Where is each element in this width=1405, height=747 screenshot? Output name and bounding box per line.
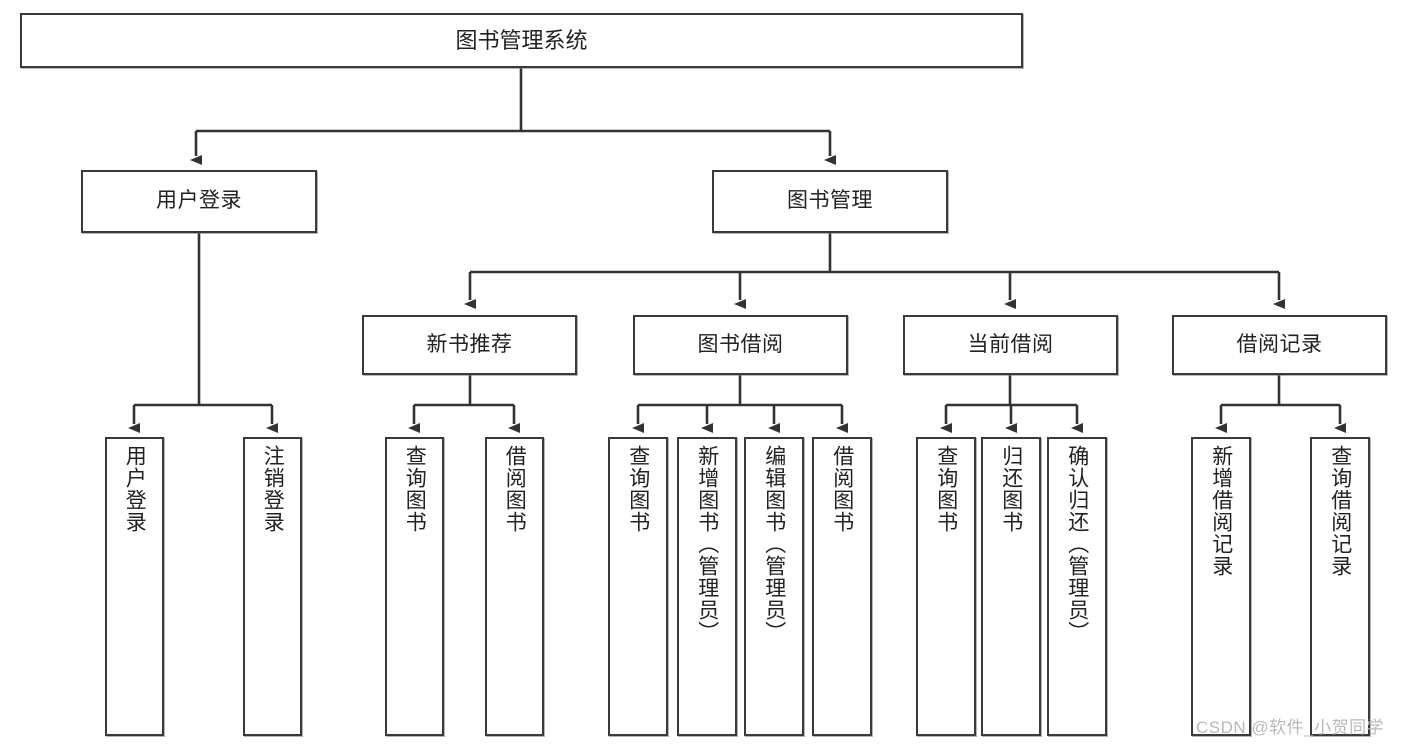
node-new-book-recommend-label: 新书推荐 <box>426 332 513 356</box>
node-book-management-label: 图书管理 <box>787 189 873 213</box>
node-leaf-borrow-book-2[interactable]: 借阅图书 <box>812 437 872 736</box>
node-leaf-query-book-2-label: 查询图书 <box>626 445 650 533</box>
node-root[interactable]: 图书管理系统 <box>20 13 1023 68</box>
node-leaf-borrow-book-1[interactable]: 借阅图书 <box>485 437 544 736</box>
node-leaf-query-book-1-label: 查询图书 <box>403 445 427 533</box>
node-leaf-borrow-book-2-label: 借阅图书 <box>830 445 854 533</box>
node-book-borrow[interactable]: 图书借阅 <box>633 315 848 375</box>
node-leaf-user-login-label: 用户登录 <box>123 445 147 533</box>
node-leaf-borrow-book-1-label: 借阅图书 <box>503 445 527 533</box>
node-borrow-record[interactable]: 借阅记录 <box>1172 315 1387 375</box>
node-leaf-add-book[interactable]: 新增图书（管理员） <box>677 437 737 736</box>
node-current-borrow[interactable]: 当前借阅 <box>903 315 1118 375</box>
node-borrow-record-label: 借阅记录 <box>1236 332 1323 356</box>
node-leaf-query-book-3[interactable]: 查询图书 <box>916 437 976 736</box>
node-book-borrow-label: 图书借阅 <box>697 332 784 356</box>
node-leaf-return-book-label: 归还图书 <box>999 445 1023 533</box>
node-leaf-query-borrow-record-label: 查询借阅记录 <box>1328 445 1352 577</box>
node-leaf-return-book[interactable]: 归还图书 <box>981 437 1041 736</box>
node-root-label: 图书管理系统 <box>455 27 588 53</box>
node-leaf-logout-login[interactable]: 注销登录 <box>243 437 302 736</box>
node-leaf-edit-book[interactable]: 编辑图书（管理员） <box>744 437 804 736</box>
watermark-csdn: CSDN @软件_小贺同学 <box>1196 718 1385 737</box>
node-leaf-confirm-return-label: 确认归还（管理员） <box>1065 445 1089 643</box>
node-leaf-add-borrow-record[interactable]: 新增借阅记录 <box>1191 437 1251 736</box>
node-leaf-query-book-1[interactable]: 查询图书 <box>385 437 444 736</box>
node-leaf-logout-login-label: 注销登录 <box>261 445 285 533</box>
node-leaf-query-book-3-label: 查询图书 <box>934 445 958 533</box>
node-book-management[interactable]: 图书管理 <box>712 170 948 233</box>
node-user-login[interactable]: 用户登录 <box>81 170 317 233</box>
node-leaf-add-borrow-record-label: 新增借阅记录 <box>1209 445 1233 577</box>
node-leaf-add-book-label: 新增图书（管理员） <box>695 445 719 643</box>
node-leaf-query-borrow-record[interactable]: 查询借阅记录 <box>1310 437 1370 736</box>
node-leaf-edit-book-label: 编辑图书（管理员） <box>762 445 786 643</box>
node-leaf-confirm-return[interactable]: 确认归还（管理员） <box>1047 437 1107 736</box>
node-new-book-recommend[interactable]: 新书推荐 <box>362 315 577 375</box>
node-user-login-label: 用户登录 <box>156 189 242 213</box>
node-leaf-user-login[interactable]: 用户登录 <box>105 437 164 736</box>
node-leaf-query-book-2[interactable]: 查询图书 <box>608 437 668 736</box>
node-current-borrow-label: 当前借阅 <box>967 332 1054 356</box>
